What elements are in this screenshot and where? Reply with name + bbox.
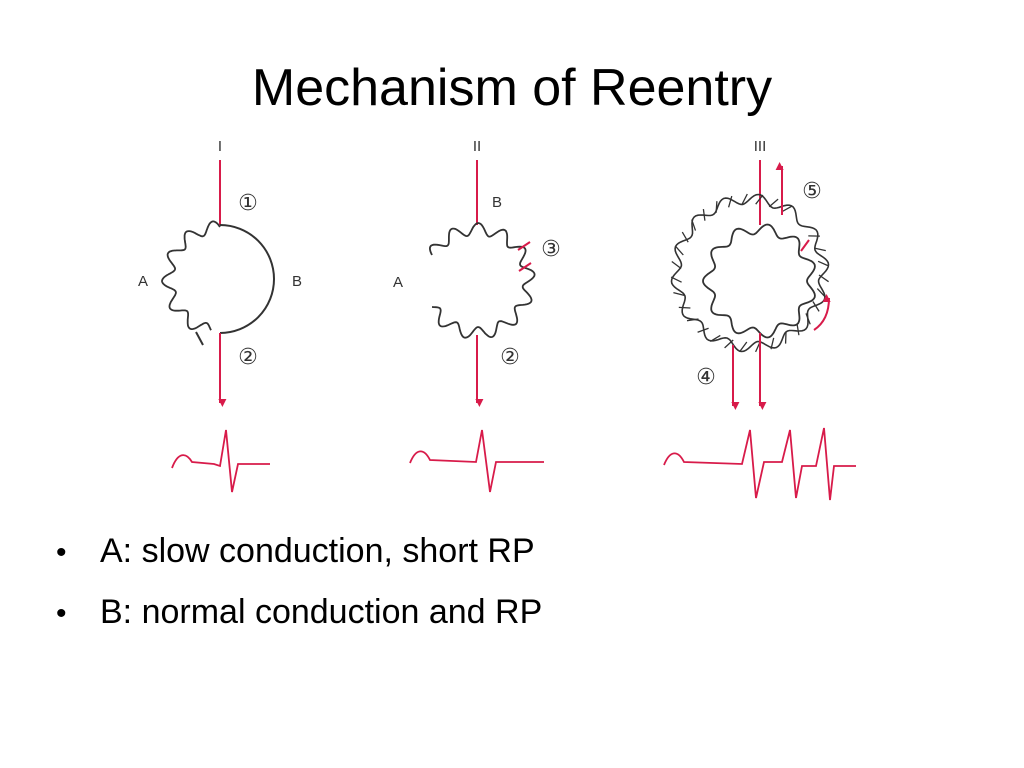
- slide-title: Mechanism of Reentry: [251, 59, 773, 117]
- panel-3-roman: III: [754, 138, 767, 155]
- panel-1-marker-1: ①: [238, 191, 258, 216]
- panel-2-roman: II: [473, 138, 481, 155]
- panel-3-marker-5: ⑤: [802, 179, 822, 204]
- panel-2-ecg-trace: [409, 429, 544, 493]
- panel-3-reentry-arrow: [813, 293, 831, 331]
- panel-2: II B A ③ ②: [393, 138, 561, 493]
- panel-1-block-mark: [195, 331, 204, 346]
- panel-2-label-b: B: [492, 194, 502, 211]
- panel-2-marker-3: ③: [541, 237, 561, 262]
- bullet-item: • B: normal conduction and RP: [56, 593, 542, 632]
- panel-1-label-b: B: [292, 273, 302, 290]
- panel-3-marker-4: ④: [696, 365, 716, 390]
- panel-1-marker-2: ②: [238, 345, 258, 370]
- panel-2-block-mark-1: [517, 241, 531, 251]
- bullet-icon: •: [56, 597, 67, 630]
- bullet-text: B: normal conduction and RP: [100, 593, 543, 631]
- panel-2-label-a: A: [393, 274, 403, 291]
- bullet-item: • A: slow conduction, short RP: [56, 532, 542, 571]
- panel-1-label-a: A: [138, 273, 148, 290]
- bullet-icon: •: [56, 536, 67, 569]
- panel-3-outer-ring: [670, 193, 830, 353]
- bullet-list: • A: slow conduction, short RP • B: norm…: [56, 532, 542, 654]
- panel-1-pathway-a: [161, 220, 221, 331]
- panel-1-roman: I: [218, 138, 222, 155]
- panel-2-block-mark-2: [518, 262, 532, 272]
- bullet-text: A: slow conduction, short RP: [100, 532, 535, 570]
- panel-3-ecg-trace: [663, 427, 856, 501]
- panel-3-inner-ring: [702, 223, 816, 339]
- panel-3-block-mark: [800, 239, 810, 252]
- panel-2-pathway-ring: [428, 222, 536, 339]
- panel-1: I ① ② A B: [138, 138, 302, 493]
- panel-3: III ⑤ ④: [663, 138, 856, 501]
- panel-2-marker-2: ②: [500, 345, 520, 370]
- panel-1-ecg-trace: [171, 429, 270, 493]
- panel-1-pathway-b: [219, 224, 275, 334]
- panel-3-refractory-ticks: [670, 193, 829, 353]
